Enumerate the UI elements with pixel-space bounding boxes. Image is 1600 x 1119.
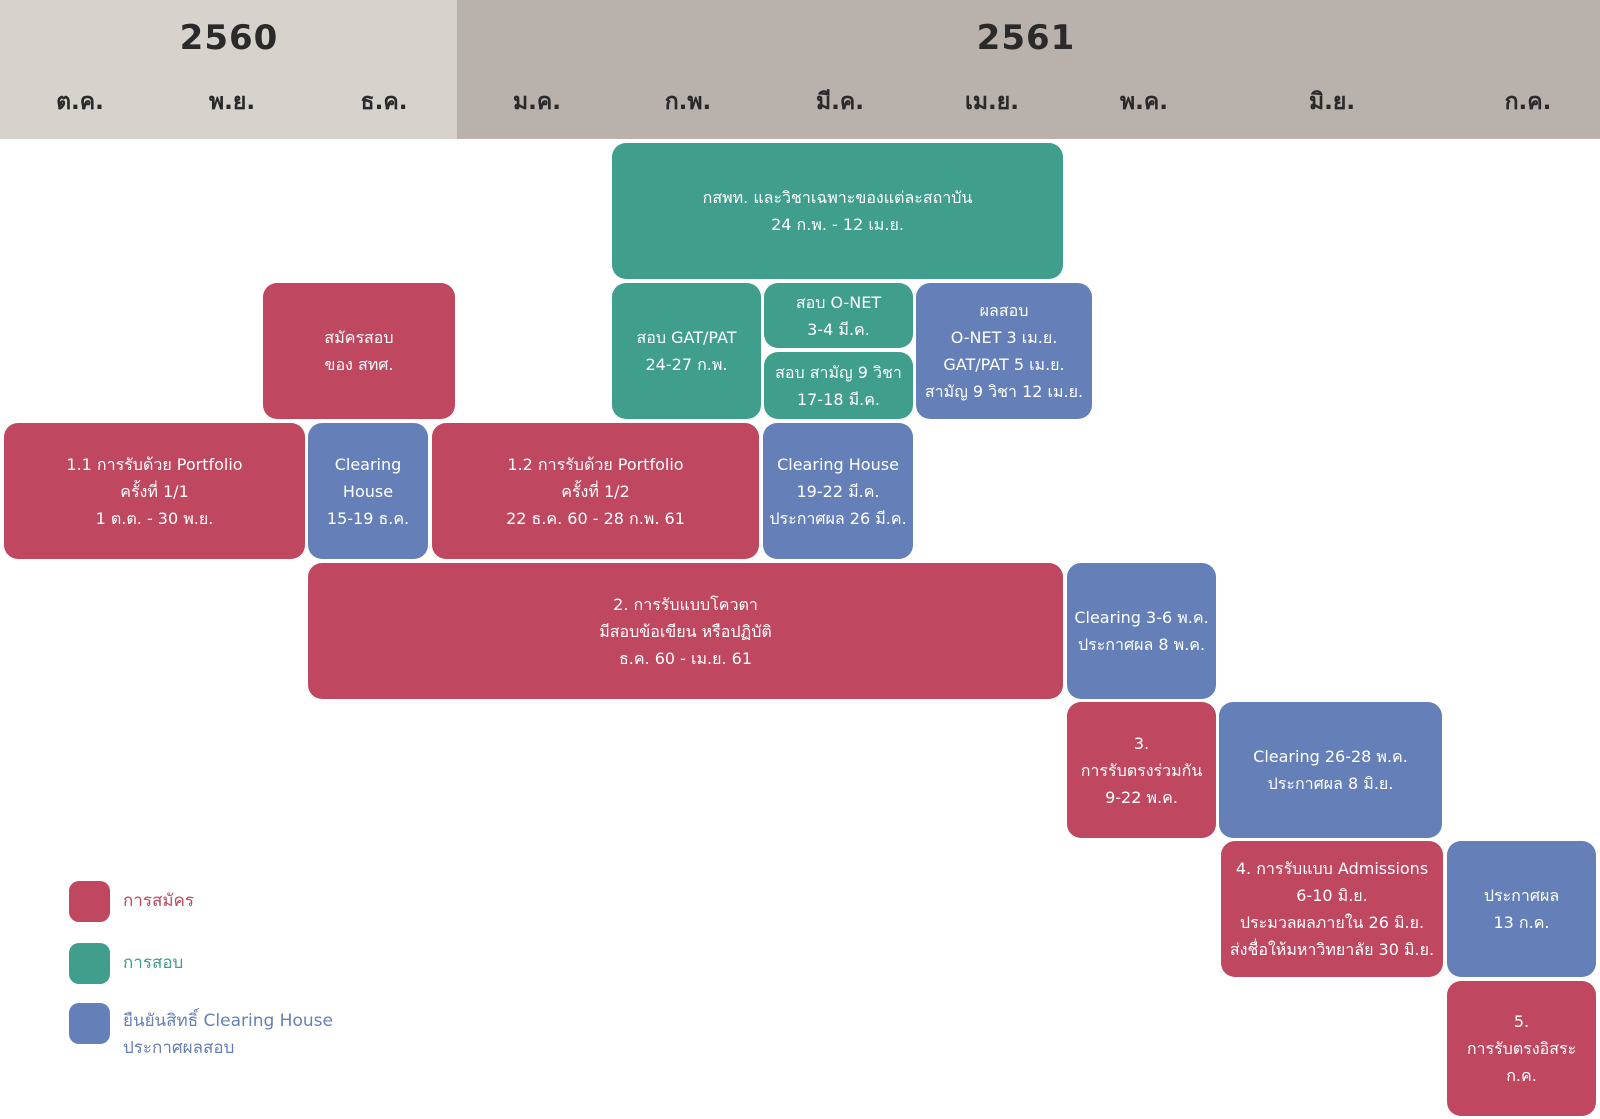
box-text-line: สมัครสอบ: [324, 328, 394, 347]
box-text-line: O-NET 3 เม.ย.: [950, 328, 1058, 347]
legend-swatch-exam: [69, 943, 110, 984]
box-text-line: มีสอบข้อเขียน หรือปฏิบัติ: [599, 621, 772, 641]
box-text-line: 9-22 พ.ค.: [1105, 787, 1178, 807]
clearing-house-dec-box: Clearing House 15-19 ธ.ค.: [308, 423, 428, 559]
box-text-line: 19-22 มี.ค.: [796, 481, 880, 501]
month-label-jan: ม.ค.: [512, 89, 562, 115]
box-text-line: 2. การรับแบบโควตา: [613, 594, 758, 614]
box-text-line: ของ สทศ.: [324, 355, 394, 374]
header-band-2560: [0, 0, 457, 139]
box-text-line: 1.2 การรับด้วย Portfolio: [507, 454, 684, 474]
legend-text-line: การสมัคร: [123, 891, 195, 911]
legend-label-clearing: ยืนยันสิทธิ์ Clearing House ประกาศผลสอบ: [123, 1008, 333, 1062]
month-label-apr: เม.ย.: [965, 89, 1019, 115]
legend-swatch-clearing: [69, 1003, 110, 1044]
box-text-line: 3-4 มี.ค.: [807, 319, 870, 339]
apply-sthth-exam-box: สมัครสอบ ของ สทศ.: [263, 283, 455, 419]
year-label-2561: 2561: [976, 18, 1076, 58]
month-label-jul: ก.ค.: [1504, 89, 1552, 115]
admissions-round-box: 4. การรับแบบ Admissions 6-10 มิ.ย. ประมว…: [1221, 841, 1443, 977]
legend-text-line: การสอบ: [123, 953, 184, 973]
box-text-line: 24 ก.พ. - 12 เม.ย.: [771, 215, 904, 234]
month-label-dec: ธ.ค.: [360, 89, 408, 115]
box-text-line: 3.: [1133, 733, 1150, 753]
month-label-mar: มี.ค.: [815, 89, 865, 115]
quota-admission-box: 2. การรับแบบโควตา มีสอบข้อเขียน หรือปฏิบ…: [308, 563, 1063, 699]
box-text-line: ก.ค.: [1506, 1066, 1537, 1085]
box-text-line: Clearing House: [777, 454, 899, 474]
month-label-feb: ก.พ.: [664, 89, 712, 115]
exam-samanya-box: สอบ สามัญ 9 วิชา 17-18 มี.ค.: [764, 352, 913, 419]
box-text-line: House: [342, 481, 394, 501]
portfolio-round-1-2-box: 1.2 การรับด้วย Portfolio ครั้งที่ 1/2 22…: [432, 423, 759, 559]
year-label-2560: 2560: [179, 18, 279, 58]
announce-jul-box: ประกาศผล 13 ก.ค.: [1447, 841, 1596, 977]
box-text-line: สอบ สามัญ 9 วิชา: [775, 362, 902, 382]
independent-direct-admission-box: 5. การรับตรงอิสระ ก.ค.: [1447, 981, 1596, 1116]
box-text-line: ประกาศผล 8 พ.ค.: [1077, 635, 1206, 654]
legend-label-exam: การสอบ: [123, 950, 183, 977]
box-text-line: Clearing 26-28 พ.ค.: [1253, 747, 1408, 766]
box-text-line: กสพท. และวิชาเฉพาะของแต่ละสถาบัน: [702, 188, 973, 207]
box-text-line: 5.: [1513, 1012, 1530, 1031]
box-text-line: 1.1 การรับด้วย Portfolio: [66, 454, 243, 474]
box-text-line: การรับตรงอิสระ: [1466, 1039, 1577, 1058]
box-text-line: 22 ธ.ค. 60 - 28 ก.พ. 61: [506, 508, 685, 528]
box-text-line: สอบ GAT/PAT: [636, 328, 737, 347]
box-text-line: 4. การรับแบบ Admissions: [1235, 859, 1429, 878]
joint-direct-admission-box: 3. การรับตรงร่วมกัน 9-22 พ.ค.: [1067, 702, 1216, 838]
exam-results-box: ผลสอบ O-NET 3 เม.ย. GAT/PAT 5 เม.ย. สามั…: [916, 283, 1092, 419]
box-text-line: ธ.ค. 60 - เม.ย. 61: [618, 648, 753, 668]
box-text-line: ครั้งที่ 1/2: [561, 481, 630, 501]
box-text-line: ประกาศผล 26 มี.ค.: [769, 508, 907, 528]
box-text-line: 13 ก.ค.: [1493, 913, 1550, 932]
box-text-line: Clearing: [334, 454, 402, 474]
box-text-line: 17-18 มี.ค.: [797, 389, 880, 409]
box-text-line: GAT/PAT 5 เม.ย.: [943, 355, 1065, 374]
legend-swatch-application: [69, 881, 110, 922]
box-text-line: ประมวลผลภายใน 26 มิ.ย.: [1239, 913, 1425, 932]
legend-text-line: ยืนยันสิทธิ์ Clearing House: [123, 1011, 333, 1031]
box-text-line: ประกาศผล: [1483, 886, 1560, 905]
legend-label-application: การสมัคร: [123, 888, 194, 915]
box-text-line: สามัญ 9 วิชา 12 เม.ย.: [924, 382, 1084, 401]
exam-gsat-specific-box: กสพท. และวิชาเฉพาะของแต่ละสถาบัน 24 ก.พ.…: [612, 143, 1063, 279]
box-text-line: 15-19 ธ.ค.: [326, 508, 410, 528]
month-label-oct: ต.ค.: [56, 89, 104, 115]
box-text-line: 24-27 ก.พ.: [645, 355, 728, 374]
box-text-line: 6-10 มิ.ย.: [1296, 886, 1368, 905]
month-label-jun: มิ.ย.: [1308, 89, 1356, 115]
portfolio-round-1-1-box: 1.1 การรับด้วย Portfolio ครั้งที่ 1/1 1 …: [4, 423, 305, 559]
month-label-nov: พ.ย.: [208, 89, 256, 115]
clearing-may-2-box: Clearing 26-28 พ.ค. ประกาศผล 8 มิ.ย.: [1219, 702, 1442, 838]
exam-gat-pat-box: สอบ GAT/PAT 24-27 ก.พ.: [612, 283, 761, 419]
box-text-line: ผลสอบ: [979, 301, 1029, 320]
box-text-line: ประกาศผล 8 มิ.ย.: [1267, 774, 1394, 793]
header-band-2561: [457, 0, 1600, 139]
box-text-line: 1 ต.ต. - 30 พ.ย.: [95, 508, 214, 528]
box-text-line: สอบ O-NET: [795, 292, 882, 312]
box-text-line: ส่งชื่อให้มหาวิทยาลัย 30 มิ.ย.: [1229, 940, 1435, 959]
clearing-house-mar-box: Clearing House 19-22 มี.ค. ประกาศผล 26 ม…: [763, 423, 913, 559]
box-text-line: Clearing 3-6 พ.ค.: [1074, 608, 1209, 627]
month-label-may: พ.ค.: [1119, 89, 1169, 115]
box-text-line: ครั้งที่ 1/1: [120, 481, 189, 501]
exam-onet-box: สอบ O-NET 3-4 มี.ค.: [764, 283, 913, 348]
box-text-line: การรับตรงร่วมกัน: [1080, 760, 1203, 780]
clearing-may-1-box: Clearing 3-6 พ.ค. ประกาศผล 8 พ.ค.: [1067, 563, 1216, 699]
legend-text-line: ประกาศผลสอบ: [123, 1038, 235, 1058]
